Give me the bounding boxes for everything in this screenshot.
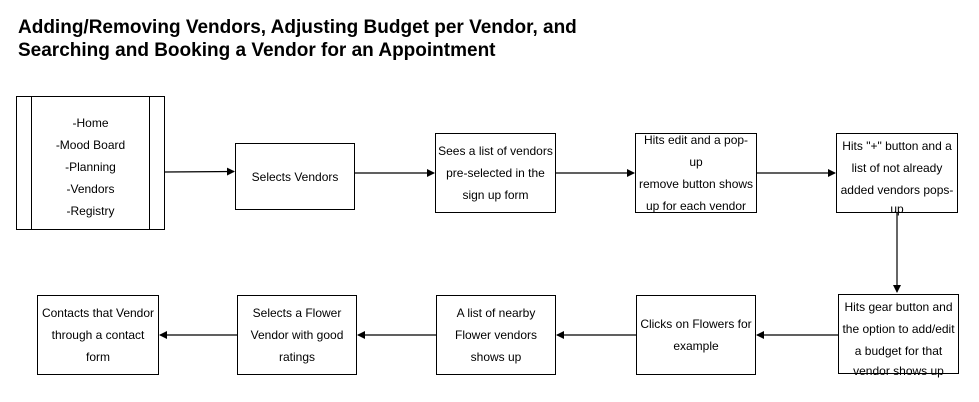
step-contacts-vendor: Contacts that Vendor through a contact f…	[37, 295, 159, 375]
step-2-line-3: sign up form	[462, 188, 529, 202]
step-4-line-4: up	[890, 202, 904, 216]
step-2-line-2: pre-selected in the	[446, 166, 545, 180]
step-4-line-3: added vendors pops-	[840, 183, 954, 197]
step-3-line-3: up for each vendor	[645, 199, 747, 213]
step-7-line-3: shows up	[470, 350, 522, 364]
step-7-line-2: Flower vendors	[454, 328, 538, 342]
step-6-line-1: Clicks on Flowers for	[640, 317, 752, 331]
step-hits-edit: Hits edit and a pop-up remove button sho…	[635, 133, 757, 213]
menu-item-planning: -Planning	[65, 160, 116, 174]
menu-right-divider	[149, 97, 150, 229]
step-4-line-1: Hits "+" button and a	[842, 139, 952, 153]
arrow-menu-to-selects	[164, 167, 235, 176]
step-5-line-2: the option to add/edit	[842, 322, 955, 336]
menu-list: -Home -Mood Board -Planning -Vendors -Re…	[31, 112, 150, 222]
step-8-line-3: ratings	[278, 350, 316, 364]
step-5-line-3: a budget for that	[854, 344, 943, 358]
step-hits-gear: Hits gear button and the option to add/e…	[838, 294, 959, 378]
step-9-line-3: form	[85, 350, 110, 364]
step-selects-vendors: Selects Vendors	[235, 143, 355, 210]
step-3-line-1: Hits edit and a pop-up	[643, 133, 749, 169]
step-9-line-2: through a contact	[51, 328, 145, 342]
step-6-line-2: example	[673, 339, 719, 353]
step-2-line-1: Sees a list of vendors	[438, 144, 553, 158]
step-1-line-1: Selects Vendors	[251, 169, 339, 184]
step-3-line-2: remove button shows	[638, 177, 754, 191]
step-5-line-4: vendor shows up	[853, 364, 944, 378]
menu-item-home: -Home	[72, 116, 109, 130]
nav-menu-box: -Home -Mood Board -Planning -Vendors -Re…	[16, 96, 165, 230]
title-line-1: Adding/Removing Vendors, Adjusting Budge…	[18, 17, 577, 38]
step-8-line-2: Vendor with good	[250, 328, 344, 342]
step-sees-vendor-list: Sees a list of vendors pre-selected in t…	[435, 133, 556, 213]
step-clicks-flowers: Clicks on Flowers for example	[636, 295, 756, 375]
step-selects-flower-vendor: Selects a Flower Vendor with good rating…	[237, 295, 357, 375]
title-line-2: Searching and Booking a Vendor for an Ap…	[18, 40, 496, 61]
step-7-line-1: A list of nearby	[456, 306, 536, 320]
step-5-line-1: Hits gear button and	[844, 300, 953, 314]
step-hits-plus: Hits "+" button and a list of not alread…	[836, 133, 958, 216]
step-4-line-2: list of not already	[851, 161, 943, 175]
menu-item-registry: -Registry	[66, 204, 115, 218]
step-9-line-1: Contacts that Vendor	[41, 306, 155, 320]
step-flower-vendor-list: A list of nearby Flower vendors shows up	[436, 295, 556, 375]
menu-item-vendors: -Vendors	[66, 182, 115, 196]
diagram-title: Adding/Removing Vendors, Adjusting Budge…	[18, 16, 638, 62]
step-8-line-1: Selects a Flower	[252, 306, 342, 320]
menu-item-mood-board: -Mood Board	[55, 138, 126, 152]
menu-left-divider	[31, 97, 32, 229]
